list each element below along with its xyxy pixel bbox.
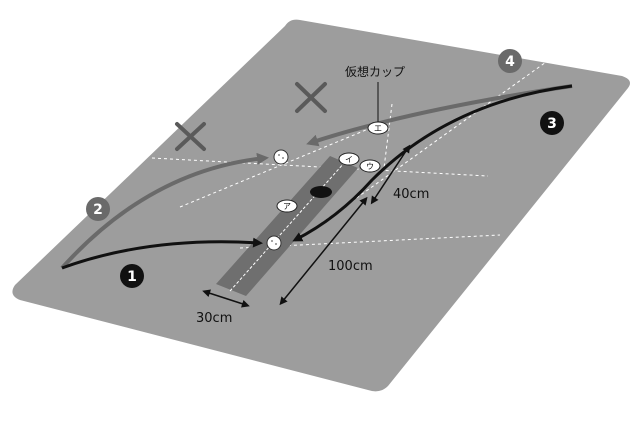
svg-text:4: 4 — [505, 54, 515, 70]
dim-100-line — [279, 196, 368, 306]
guide-line-top — [151, 157, 489, 177]
dim-30-label: 30cm — [196, 311, 232, 326]
route-badge-1: 1 — [120, 264, 144, 288]
ball-lower — [266, 235, 282, 251]
route-badge-2: 2 — [86, 197, 110, 221]
path-2 — [60, 152, 269, 270]
cross-mark-left — [175, 122, 206, 151]
guide-line-left — [179, 119, 391, 208]
dim-100-label: 100cm — [328, 259, 373, 274]
svg-text:エ: エ — [374, 124, 382, 133]
svg-text:2: 2 — [93, 202, 103, 218]
hole — [310, 186, 332, 198]
svg-text:ウ: ウ — [366, 162, 374, 171]
guide-line-vertical — [383, 103, 393, 169]
cross-mark-upper — [295, 82, 327, 113]
svg-text:イ: イ — [345, 155, 353, 164]
svg-text:1: 1 — [127, 269, 137, 285]
path-1 — [61, 237, 263, 270]
marker-e: エ — [367, 121, 389, 135]
dim-40-line — [370, 144, 411, 205]
svg-text:ア: ア — [283, 202, 291, 211]
marker-u: ウ — [359, 159, 381, 173]
marker-a: ア — [276, 199, 298, 213]
marker-i: イ — [338, 152, 360, 166]
ball-upper — [273, 149, 289, 165]
route-badge-3: 3 — [540, 111, 564, 135]
virtual-cup-label: 仮想カップ — [345, 64, 405, 79]
svg-text:3: 3 — [547, 116, 557, 132]
dim-40-label: 40cm — [393, 187, 429, 202]
dim-30-line — [202, 289, 250, 308]
route-badge-4: 4 — [498, 49, 522, 73]
